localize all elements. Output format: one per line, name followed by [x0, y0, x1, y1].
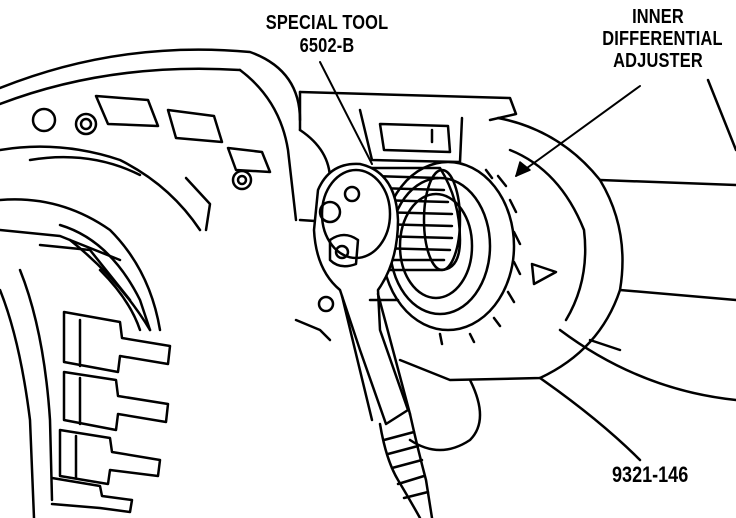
figure-number: 9321-146	[612, 462, 689, 487]
special-tool-label: SPECIAL TOOL 6502-B	[257, 12, 396, 58]
adjuster-label-line3: ADJUSTER	[613, 50, 703, 72]
adjuster-leader	[515, 85, 641, 177]
adjuster-arrowhead	[515, 161, 531, 177]
ratchet-wrench	[312, 162, 434, 518]
special-tool-label-line1: SPECIAL TOOL	[265, 12, 389, 34]
adjuster-ring	[380, 160, 522, 346]
inner-differential-adjuster-label: INNER DIFFERENTIAL ADJUSTER	[602, 6, 723, 72]
clutch-splines	[50, 310, 172, 514]
case-casting	[294, 90, 518, 342]
differential-housing	[398, 78, 736, 462]
special-tool-label-line2: 6502-B	[299, 35, 355, 57]
special-tool-leader	[319, 61, 373, 165]
clutch-drum	[0, 48, 302, 518]
adjuster-label-line1: INNER	[632, 6, 684, 28]
adjuster-label-line2: DIFFERENTIAL	[602, 28, 723, 50]
